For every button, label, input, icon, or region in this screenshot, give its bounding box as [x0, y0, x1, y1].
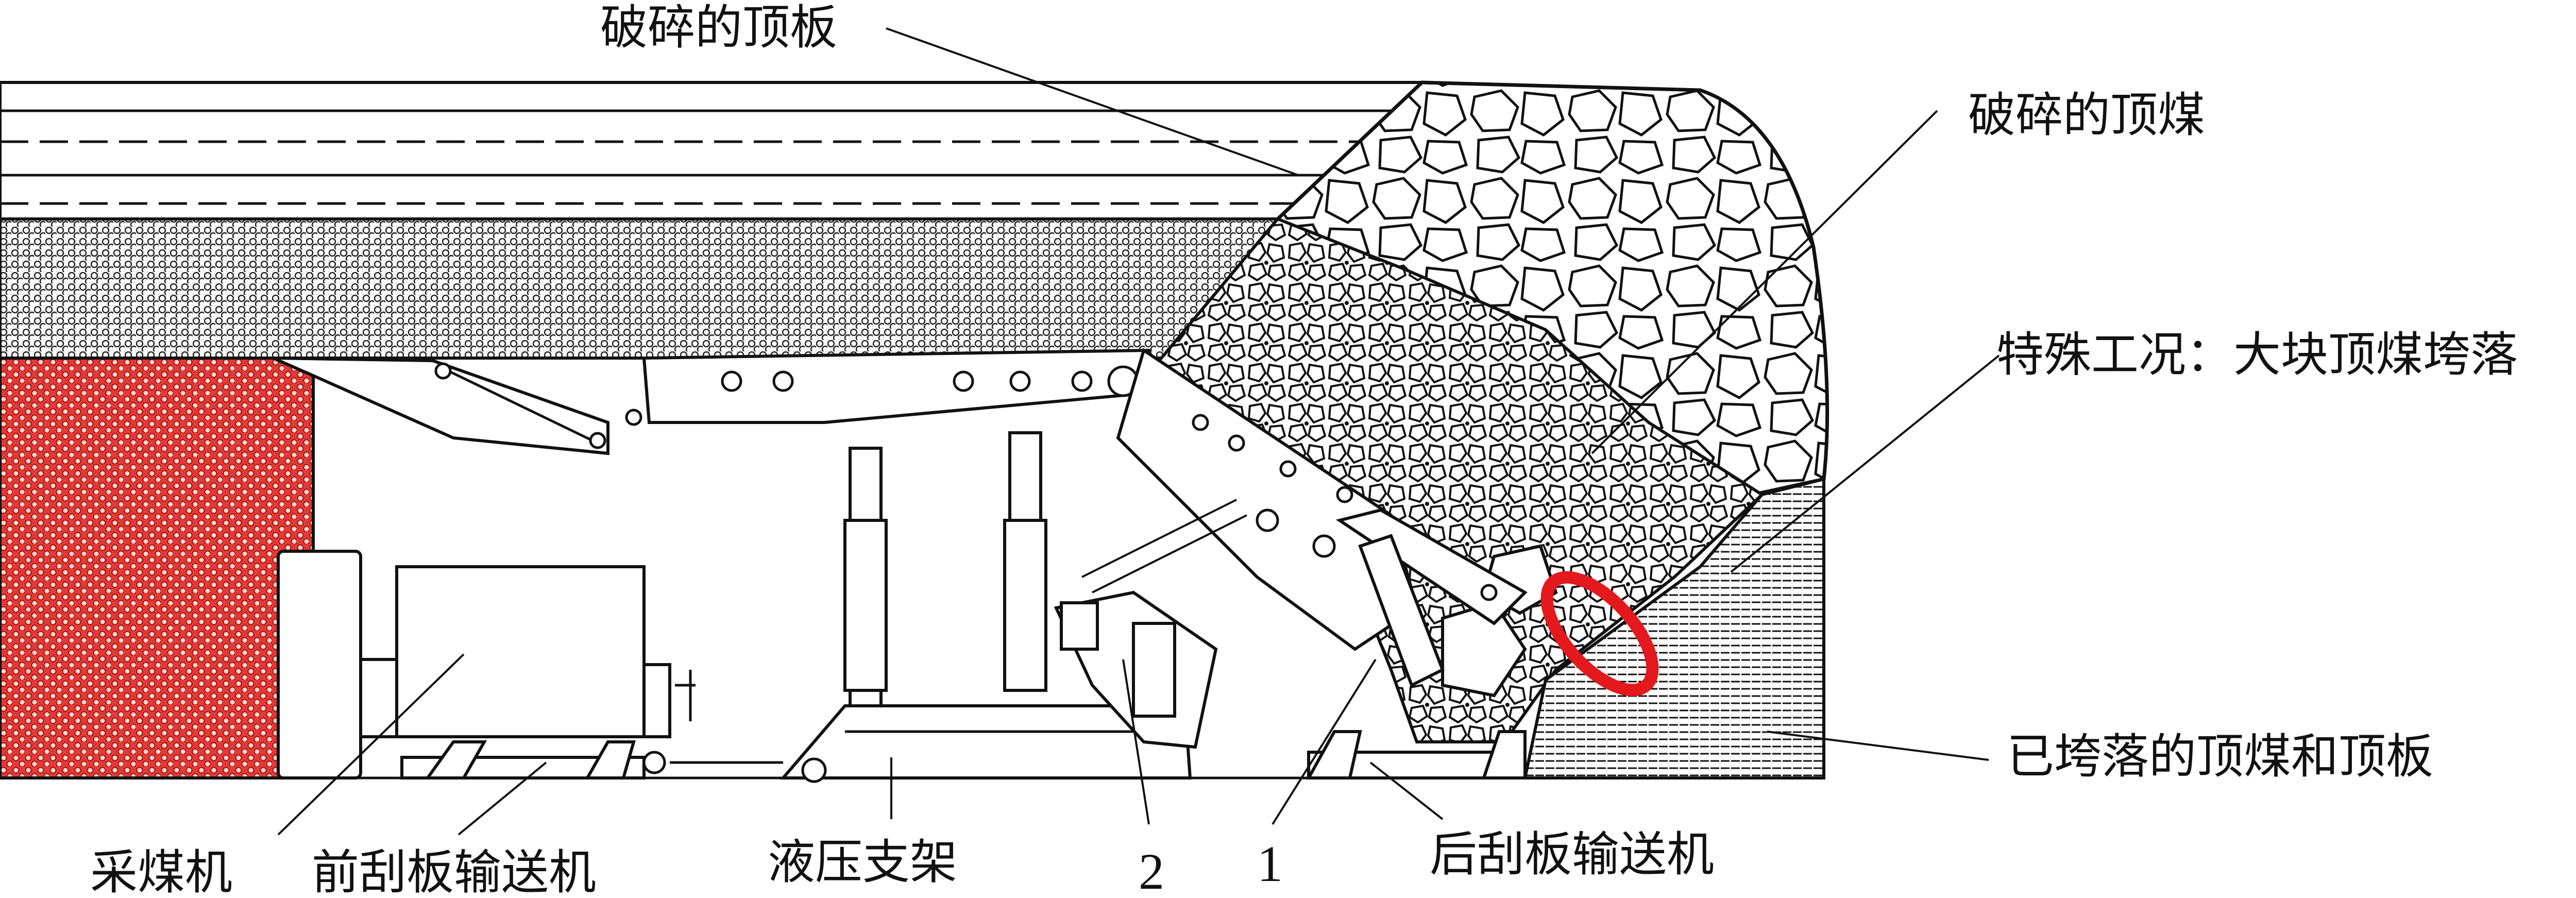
shearer-arm	[359, 658, 403, 738]
front-conveyor	[400, 740, 666, 780]
rear-conveyor-foot	[1481, 730, 1527, 780]
label-front-conveyor: 前刮板输送机	[312, 845, 596, 898]
label-rear-conveyor: 后刮板输送机	[1430, 827, 1714, 882]
label-caved-coal-and-roof: 已垮落的顶煤和顶板	[2007, 729, 2433, 784]
front-conveyor-foot	[425, 740, 487, 780]
shearer-end	[642, 663, 671, 738]
coal-face	[0, 357, 315, 780]
leader-broken-roof	[886, 27, 1299, 176]
label-broken-roof: 破碎的顶板	[600, 0, 837, 55]
top-coal-seam	[0, 217, 1320, 360]
front-beam	[272, 357, 609, 455]
leader-front-conveyor	[457, 761, 547, 836]
hydraulic-support	[272, 348, 1528, 783]
label-marker-2: 2	[1139, 843, 1164, 898]
broken-roof-blocks	[1275, 80, 1829, 517]
label-special-condition: 特殊工况：大块顶煤垮落	[1996, 327, 2518, 382]
leader-caved-material	[1767, 731, 1989, 761]
front-leg-outer	[843, 519, 888, 692]
leader-marker-2	[1122, 659, 1150, 825]
canopy	[642, 348, 1167, 424]
label-hydraulic-support: 液压支架	[768, 835, 957, 890]
tail-beam-jack	[1358, 534, 1445, 688]
link-pin-block	[1132, 622, 1176, 718]
shearer-body	[395, 565, 646, 738]
shearer-drum	[277, 550, 362, 780]
shearer	[277, 550, 696, 780]
leader-special-condition	[1730, 354, 2000, 573]
rear-leg-outer	[1003, 519, 1047, 692]
leader-shearer	[277, 653, 465, 836]
roof-rock-layer	[0, 81, 1423, 221]
highlight-ring	[1540, 571, 1659, 697]
leader-broken-top-coal	[1591, 110, 1938, 454]
label-marker-1: 1	[1257, 835, 1283, 892]
leader-lines	[277, 27, 2000, 836]
leader-rear-conveyor	[1369, 761, 1444, 820]
label-shearer: 采煤机	[90, 845, 232, 898]
roof-strata	[0, 81, 1423, 360]
leader-marker-1	[1272, 658, 1377, 825]
front-conveyor-foot	[584, 740, 636, 780]
link-pin-block	[1060, 601, 1099, 651]
label-broken-top-coal: 破碎的顶煤	[1968, 88, 2205, 143]
rear-conveyor-foot	[1306, 730, 1362, 780]
